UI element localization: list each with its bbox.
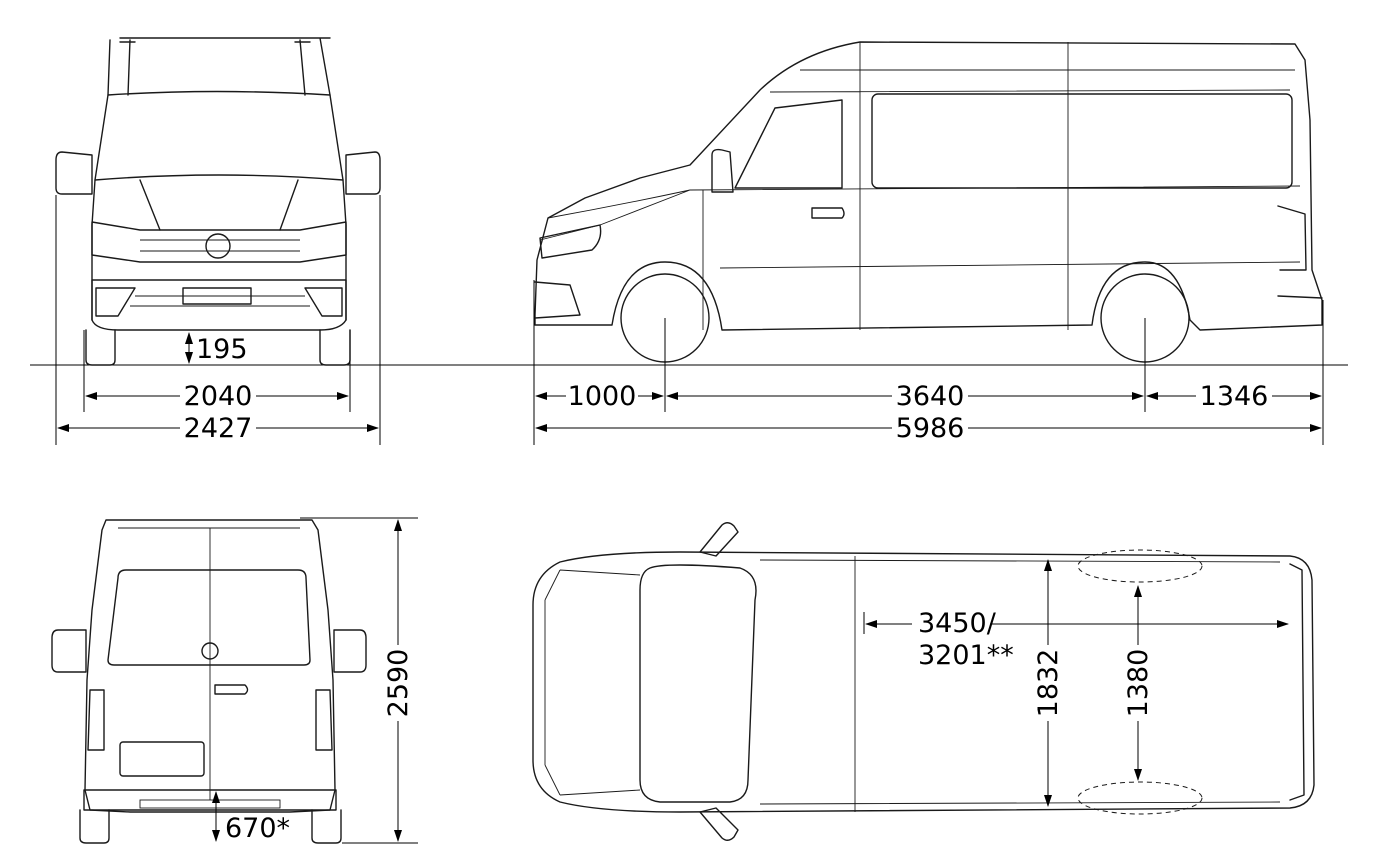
ground-clearance-value: 195 [196, 334, 248, 365]
overall-height-value: 2590 [383, 649, 414, 718]
rear-overhang-value: 1346 [1200, 381, 1269, 412]
cargo-length-value-1: 3450/ [918, 608, 997, 639]
front-view: 195 2040 2427 [55, 37, 381, 445]
loading-height-value: 670* [225, 813, 290, 844]
overall-length-value: 5986 [896, 413, 965, 444]
front-overhang-value: 1000 [568, 381, 637, 412]
rear-view: 2590 670* [51, 517, 418, 844]
wheelbase-value: 3640 [896, 381, 965, 412]
overall-width-value: 2427 [184, 413, 253, 444]
cargo-length-value-2: 3201** [918, 640, 1014, 671]
cargo-width-value: 1832 [1033, 649, 1064, 718]
side-view: 1000 3640 1346 5986 [533, 41, 1324, 445]
track-width-value: 2040 [184, 381, 253, 412]
top-view: 3450/ 3201** 1832 1380 [532, 522, 1315, 841]
width-between-arches-value: 1380 [1123, 649, 1154, 718]
